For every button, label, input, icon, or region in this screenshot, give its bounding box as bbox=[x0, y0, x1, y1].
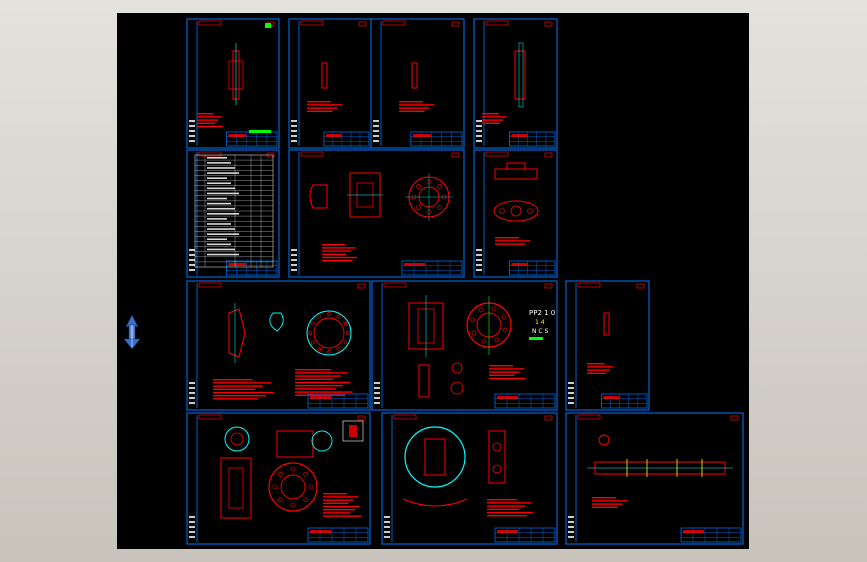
sheet-s2[interactable] bbox=[288, 18, 372, 149]
sheet-s11[interactable] bbox=[186, 412, 371, 545]
sheet-s6[interactable] bbox=[288, 149, 465, 278]
valve-model-label: PP2 1 0 1 4 N C S bbox=[529, 309, 555, 335]
sheet-s5[interactable] bbox=[186, 149, 280, 278]
sheet-s10[interactable] bbox=[565, 280, 650, 411]
sheet-s3[interactable] bbox=[370, 18, 465, 149]
cad-drawing-canvas[interactable]: PP2 1 0 1 4 N C S bbox=[117, 13, 749, 549]
valve-model-line1: PP2 1 0 bbox=[529, 309, 555, 317]
sheet-s12[interactable] bbox=[381, 412, 558, 545]
sheet-content bbox=[194, 23, 733, 519]
sheet-s13[interactable] bbox=[565, 412, 744, 545]
valve-model-line3: N C S bbox=[532, 328, 548, 335]
sheet-s8[interactable] bbox=[186, 280, 371, 411]
ucs-axis-icon bbox=[123, 314, 141, 350]
sheet-frames bbox=[186, 18, 744, 545]
sheet-s9[interactable] bbox=[371, 280, 558, 411]
sheet-s4[interactable] bbox=[473, 18, 558, 149]
sheet-s7[interactable] bbox=[473, 149, 558, 278]
valve-model-line2: 1 4 bbox=[535, 319, 545, 326]
cad-model-viewport[interactable]: PP2 1 0 1 4 N C S bbox=[117, 13, 749, 549]
